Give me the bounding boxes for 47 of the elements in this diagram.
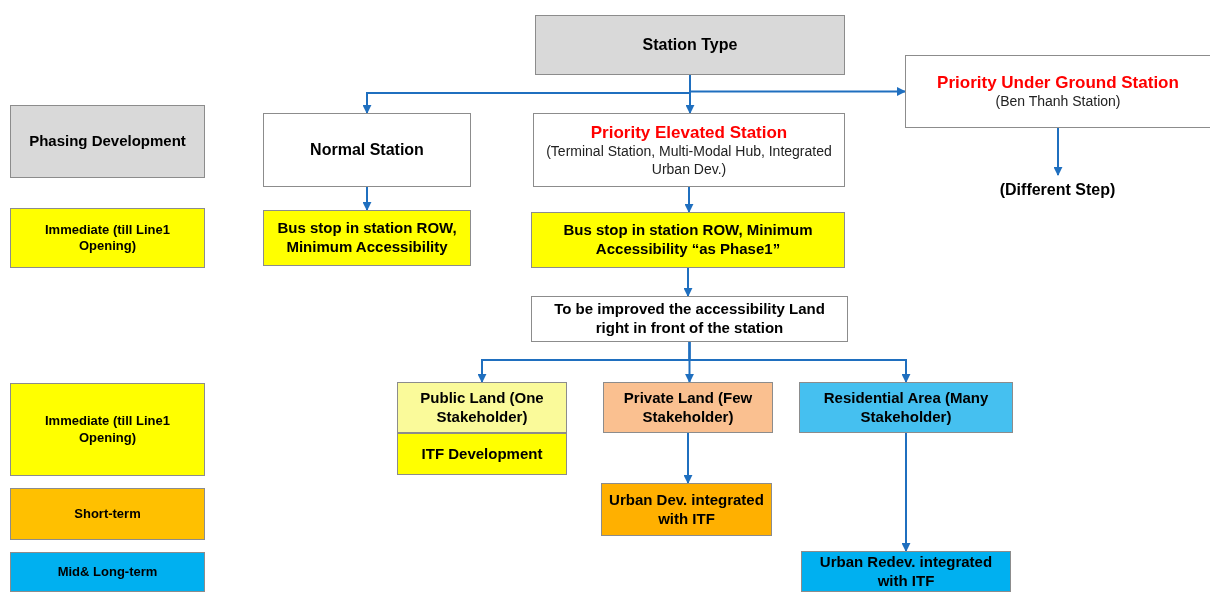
phase-header-box: [10, 105, 205, 178]
box-subtitle: (Ben Thanh Station): [995, 93, 1121, 111]
box-label: Normal Station: [310, 140, 424, 160]
box-label: Bus stop in station ROW, Minimum Accessibility: [276, 219, 458, 257]
step-box: [397, 433, 567, 475]
land-type-box: [397, 382, 567, 433]
box-label: Short-term: [74, 505, 141, 523]
box-label: (Different Step): [999, 180, 1116, 200]
step-box: [531, 296, 848, 342]
step-box: [531, 212, 845, 268]
box-label: Residential Area (Many Stakeholder): [822, 388, 990, 427]
arrow: [683, 432, 693, 484]
box-label: Private Land (Few Stakeholder): [622, 388, 754, 427]
box-label: Urban Redev. integrated with ITF: [818, 552, 994, 591]
station-type-box: [905, 55, 1210, 128]
arrow: [689, 74, 906, 96]
phase-box: [10, 208, 205, 268]
phase-box: [10, 552, 205, 592]
box-title: Priority Elevated Station: [590, 121, 788, 144]
box-label: ITF Development: [421, 444, 543, 464]
box-label: Phasing Development: [29, 132, 186, 151]
station-type-box: [533, 113, 845, 187]
box-title: Priority Under Ground Station: [937, 72, 1179, 94]
box-label: To be improved the accessibility Land right in front of the station: [553, 300, 826, 338]
box-label: Urban Dev. integrated with ITF: [608, 490, 765, 529]
phase-box: [10, 383, 205, 476]
step-box: [801, 551, 1011, 592]
station-type-box: [263, 113, 471, 187]
arrow: [901, 432, 911, 552]
arrow: [684, 186, 694, 213]
box-label: Bus stop in station ROW, Minimum Accessibility “as Phase1”: [562, 221, 814, 259]
heading-box: [535, 15, 845, 75]
arrow: [1053, 127, 1063, 176]
step-box: [263, 210, 471, 266]
box-label: Mid& Long-term: [57, 563, 158, 581]
box-subtitle: (Terminal Station, Multi-Modal Hub, Integrated Urban Dev.): [545, 143, 833, 179]
arrow: [688, 341, 911, 383]
step-box: [601, 483, 772, 536]
box-label: Immediate (till Line1 Opening): [44, 413, 171, 446]
land-type-box: [799, 382, 1013, 433]
land-type-box: [603, 382, 773, 433]
phase-box: [10, 488, 205, 540]
arrow: [362, 186, 372, 211]
box-label: Immediate (till Line1 Opening): [44, 221, 171, 255]
box-label: Public Land (One Stakeholder): [419, 388, 545, 427]
arrow: [683, 267, 693, 297]
box-label: Station Type: [642, 35, 738, 55]
